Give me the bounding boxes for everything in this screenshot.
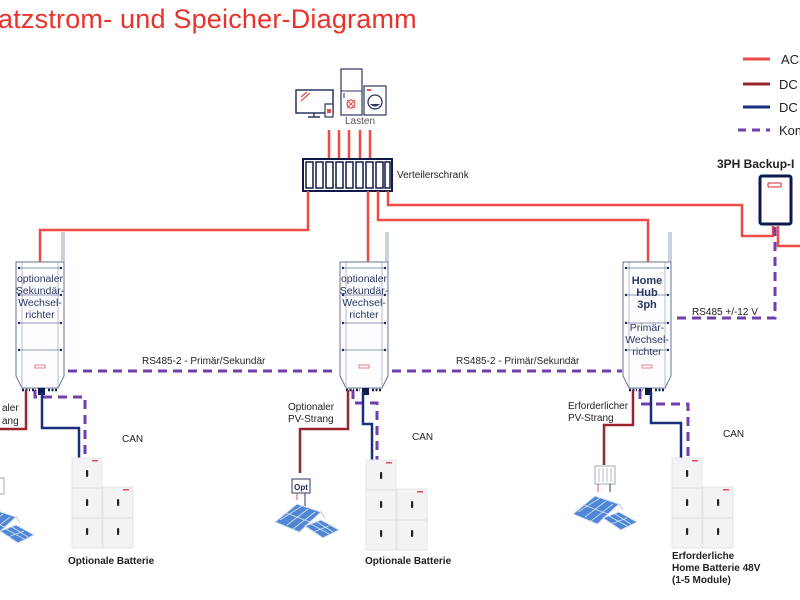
pv-array-1 (0, 477, 35, 544)
loads-icon (295, 68, 387, 118)
can-label-2: CAN (412, 432, 433, 443)
battery3-label-line3: (1-5 Module) (672, 575, 731, 586)
inverter3-bold-line3: 3ph (637, 299, 657, 311)
inverter2-line2: Sekundär- (340, 285, 389, 297)
pv1-label-line2: ang (2, 416, 19, 427)
inverter1-line1: optionaler (17, 273, 64, 285)
backup-device-icon (758, 174, 793, 226)
legend-comm-label: Kom (779, 123, 800, 138)
optimizer-label: Opt (294, 483, 308, 492)
inverter3-line3: richter (632, 346, 662, 358)
dc-pv-wires (0, 390, 635, 473)
pv2-label-line2: PV-Strang (288, 414, 334, 425)
battery-stack-1 (71, 457, 134, 549)
pv1-label-line1: aler (2, 403, 19, 414)
legend: AC DC DC Kom (738, 52, 800, 138)
dc-battery-wires (40, 392, 683, 460)
inverter3-bold-line1: Home (632, 275, 663, 287)
inverter1-line2: Sekundär- (16, 285, 65, 297)
pv3-label-line2: PV-Strang (568, 413, 614, 424)
inverter3-line1: Primär- (630, 322, 665, 334)
inverter3-bold-line2: Hub (636, 287, 658, 299)
inverter1-line4: richter (25, 309, 55, 321)
legend-ac-label: AC (781, 52, 799, 67)
battery-stack-2 (365, 459, 428, 551)
backup-label: 3PH Backup-I (717, 157, 794, 171)
pv3-label-line1: Erforderlicher (568, 401, 629, 412)
comm-lines (33, 226, 777, 460)
distribution-label: Verteilerschrank (397, 170, 470, 181)
ac-wires-loads (327, 130, 372, 159)
inverter2-line1: optionaler (341, 273, 388, 285)
pv-array-3 (572, 465, 638, 531)
rs485-left-label: RS485-2 - Primär/Sekundär (142, 356, 266, 367)
ac-wires-inverters (38, 191, 800, 262)
loads-label: Lasten (345, 116, 375, 127)
battery1-label: Optionale Batterie (68, 556, 155, 567)
rs485-right-label: RS485-2 - Primär/Sekundär (456, 356, 580, 367)
page-title: atzstrom- und Speicher-Diagramm (0, 4, 417, 34)
rs485-backup-label: RS485 +/-12 V (692, 307, 758, 318)
inverter2-line4: richter (349, 309, 379, 321)
can-label-1: CAN (122, 434, 143, 445)
battery3-label-line2: Home Batterie 48V (672, 563, 761, 574)
pv-array-2: Opt (274, 478, 340, 539)
can-label-3: CAN (723, 429, 744, 440)
inverter3-line2: Wechsel- (625, 334, 669, 346)
distribution-cabinet-icon (302, 158, 393, 192)
legend-dc-batt-label: DC (779, 100, 798, 115)
battery-stack-3 (671, 457, 734, 549)
battery2-label: Optionale Batterie (365, 556, 452, 567)
legend-dc-pv-label: DC (779, 77, 798, 92)
pv2-label-line1: Optionaler (288, 402, 335, 413)
inverter1-line3: Wechsel- (18, 297, 62, 309)
inverter2-line3: Wechsel- (342, 297, 386, 309)
battery3-label-line1: Erforderliche (672, 551, 735, 562)
